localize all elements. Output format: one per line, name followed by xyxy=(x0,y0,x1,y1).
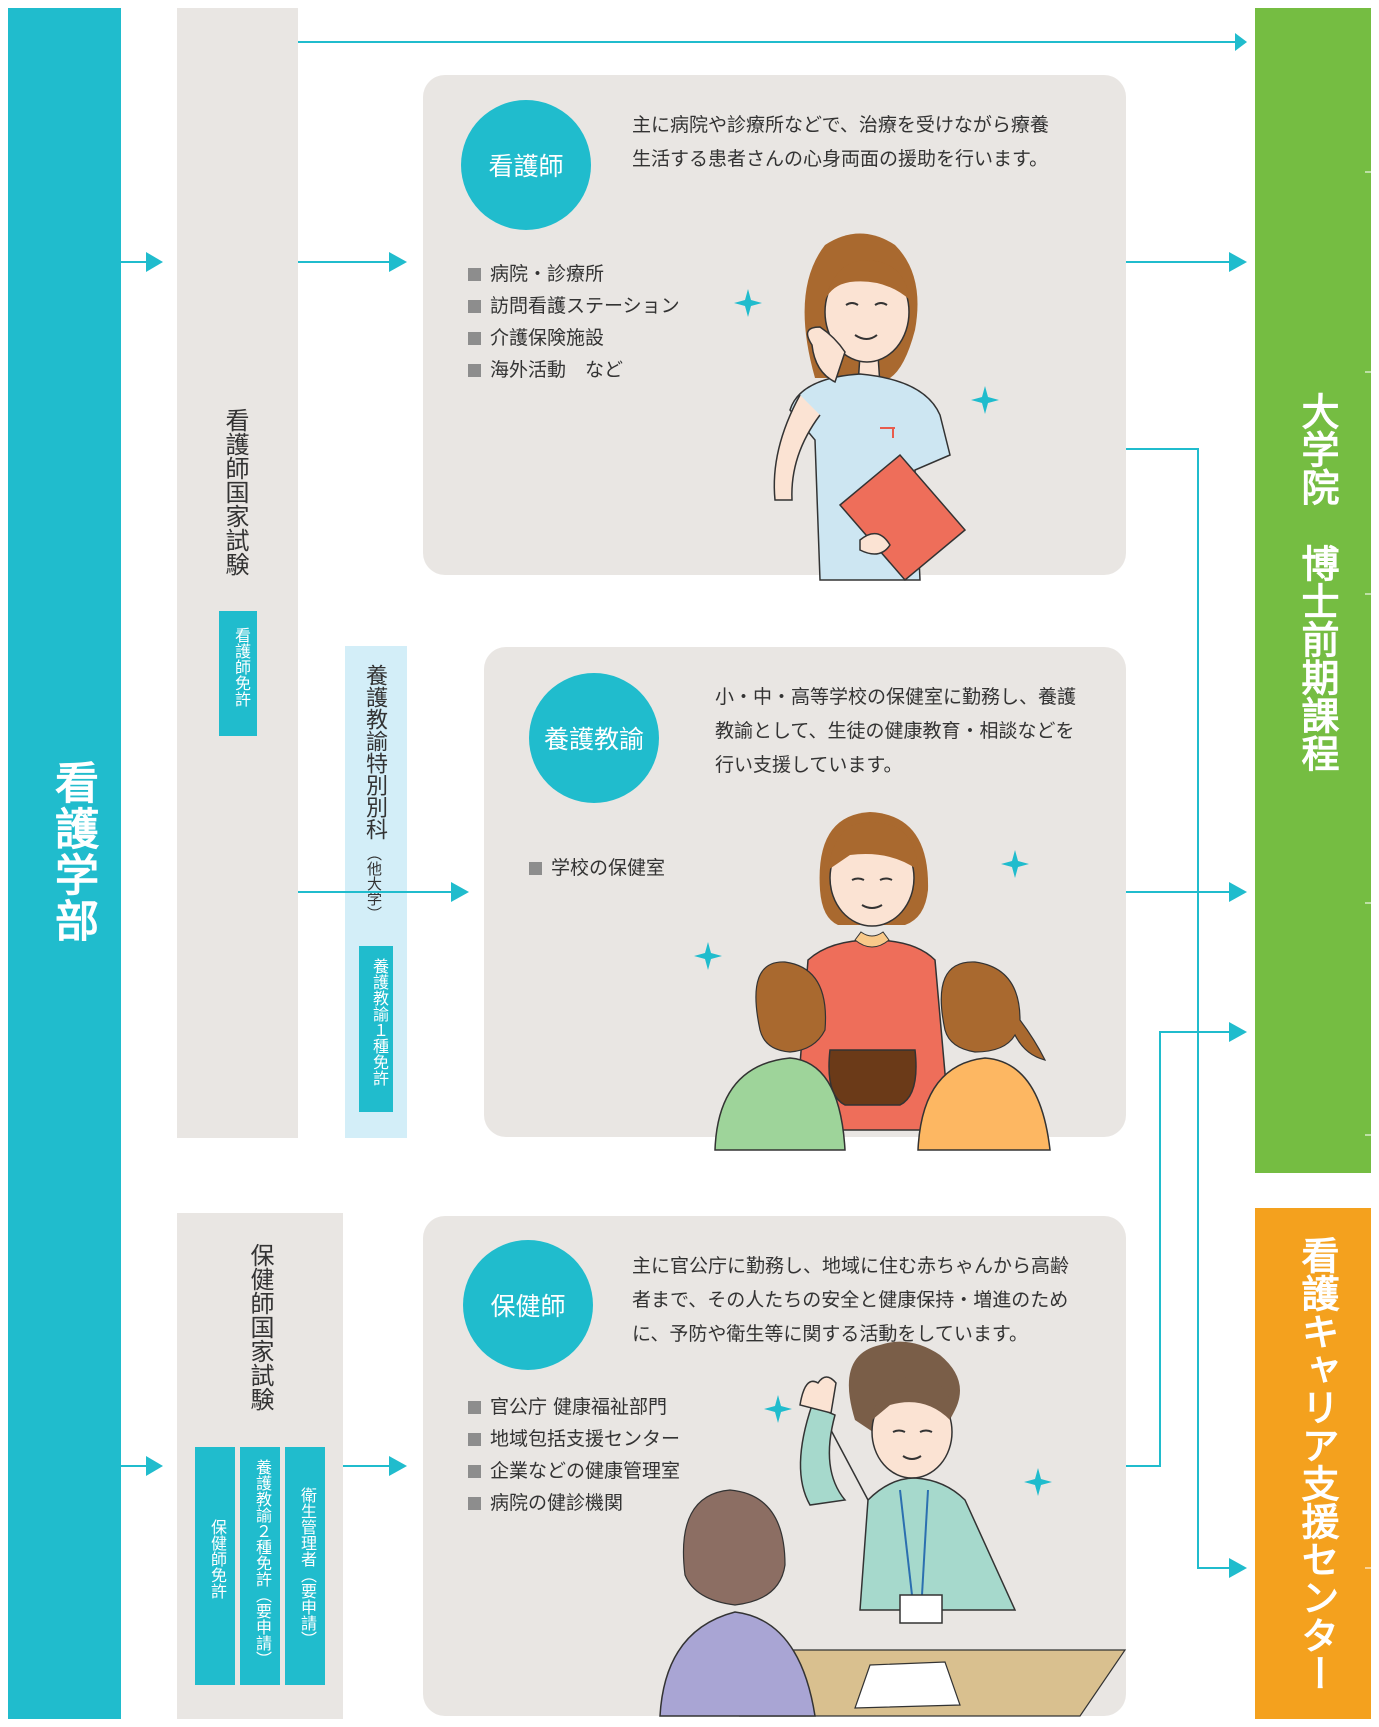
nurse-description: 主に病院や診療所などで、治療を受けながら療養 生活する患者さんの心身両面の援助を… xyxy=(632,108,1102,176)
faculty-bar xyxy=(8,8,121,1719)
sparkle-icon xyxy=(764,1395,792,1423)
nurse-license-label: 看護師免許 xyxy=(232,627,251,707)
list-item: 介護保険施設 xyxy=(468,322,680,354)
bullet-square xyxy=(468,1464,481,1478)
sparkle-icon xyxy=(1001,850,1029,878)
phn-description: 主に官公庁に勤務し、地域に住む赤ちゃんから高齢 者まで、その人たちの安全と健康保… xyxy=(632,1249,1122,1351)
yogo-license-label: 養護教諭１種免許 xyxy=(370,958,389,1086)
sparkle-icon xyxy=(734,289,762,317)
nurse-title-circle: 看護師 xyxy=(461,100,591,230)
list-item: 病院の健診機関 xyxy=(468,1487,680,1519)
phn-license-label: 保健師免許 xyxy=(208,1519,227,1599)
graduate-bar-ticks xyxy=(1365,171,1371,1569)
yogo-course-label: 養護教諭特別別科 xyxy=(362,664,387,840)
yogo2-license-badge: 養護教諭２種免許（要申請） xyxy=(240,1447,280,1685)
list-item-text: 訪問看護ステーション xyxy=(490,295,680,317)
career-center-bar xyxy=(1255,1208,1371,1719)
yogo-description: 小・中・高等学校の保健室に勤務し、養護 教諭として、生徒の健康教育・相談などを … xyxy=(715,680,1115,782)
nurse-workplace-list: 病院・診療所 訪問看護ステーション 介護保険施設 海外活動 など xyxy=(468,258,680,386)
flow-arrows xyxy=(121,33,1247,1578)
phn-description-line: 主に官公庁に勤務し、地域に住む赤ちゃんから高齢 xyxy=(632,1255,1070,1277)
phn-illustration xyxy=(659,1341,1127,1717)
sparkle-icon xyxy=(694,942,722,970)
yogo-description-line: 行い支援しています。 xyxy=(715,754,903,776)
yogo-course-note: （他大学） xyxy=(365,846,383,921)
sparkle-icon xyxy=(1024,1468,1052,1496)
list-item: 官公庁 健康福祉部門 xyxy=(468,1391,680,1423)
list-item-text: 病院の健診機関 xyxy=(490,1492,624,1514)
nurse-title: 看護師 xyxy=(488,152,564,181)
phn-title-circle: 保健師 xyxy=(463,1240,593,1370)
bullet-square xyxy=(468,1400,481,1414)
nurse-exam-column xyxy=(177,8,298,1138)
phn-workplace-list: 官公庁 健康福祉部門 地域包括支援センター 企業などの健康管理室 病院の健診機関 xyxy=(468,1391,680,1519)
nurse-license-badge: 看護師免許 xyxy=(219,611,257,736)
list-item: 海外活動 など xyxy=(468,354,680,386)
yogo-illustration xyxy=(714,812,1051,1151)
nurse-illustration xyxy=(773,233,967,582)
list-item: 企業などの健康管理室 xyxy=(468,1455,680,1487)
bullet-square xyxy=(468,299,481,313)
hygiene-manager-badge: 衛生管理者（要申請） xyxy=(285,1447,325,1685)
bullet-square xyxy=(468,267,481,281)
yogo-description-line: 小・中・高等学校の保健室に勤務し、養護 xyxy=(715,686,1077,708)
list-item-text: 地域包括支援センター xyxy=(490,1428,681,1450)
career-center-label: 看護キャリア支援センター xyxy=(1295,1236,1339,1692)
yogo-license-badge: 養護教諭１種免許 xyxy=(359,946,393,1112)
bullet-square xyxy=(529,861,542,875)
phn-title: 保健師 xyxy=(490,1292,566,1321)
yogo2-license-label: 養護教諭２種免許（要申請） xyxy=(253,1459,272,1667)
list-item-text: 病院・診療所 xyxy=(490,263,605,285)
hygiene-manager-label: 衛生管理者（要申請） xyxy=(298,1487,317,1647)
faculty-label: 看護学部 xyxy=(47,760,98,944)
phn-description-line: に、予防や衛生等に関する活動をしています。 xyxy=(632,1323,1028,1345)
yogo-title: 養護教諭 xyxy=(543,725,644,754)
graduate-school-label: 大学院 博士前期課程 xyxy=(1295,392,1339,772)
nurse-description-line: 生活する患者さんの心身両面の援助を行います。 xyxy=(632,148,1049,170)
sparkle-icon xyxy=(971,386,999,414)
phn-description-line: 者まで、その人たちの安全と健康保持・増進のため xyxy=(632,1289,1069,1311)
list-item-text: 企業などの健康管理室 xyxy=(490,1460,681,1482)
list-item: 訪問看護ステーション xyxy=(468,290,680,322)
phn-license-badge: 保健師免許 xyxy=(195,1447,235,1685)
list-item: 地域包括支援センター xyxy=(468,1423,680,1455)
list-item-text: 海外活動 など xyxy=(490,359,624,381)
arrow-nurse-to-career-center xyxy=(1126,448,1233,1569)
sparkle-icons xyxy=(694,289,1052,1496)
phn-exam-label: 保健師国家試験 xyxy=(246,1243,274,1411)
list-item-text: 学校の保健室 xyxy=(551,857,666,879)
arrow-phn-to-graduate xyxy=(1126,1031,1233,1467)
yogo-description-line: 教諭として、生徒の健康教育・相談などを xyxy=(715,720,1075,742)
list-item: 病院・診療所 xyxy=(468,258,680,290)
yogo-workplace-list: 学校の保健室 xyxy=(529,852,665,884)
bullet-square xyxy=(468,331,481,345)
list-item: 学校の保健室 xyxy=(529,852,665,884)
list-item-text: 官公庁 健康福祉部門 xyxy=(490,1396,668,1418)
bullet-square xyxy=(468,1496,481,1510)
graduate-school-bar xyxy=(1255,8,1371,1173)
nurse-exam-label: 看護師国家試験 xyxy=(221,408,249,576)
bullet-square xyxy=(468,363,481,377)
nurse-description-line: 主に病院や診療所などで、治療を受けながら療養 xyxy=(632,114,1049,136)
list-item-text: 介護保険施設 xyxy=(490,327,605,349)
bullet-square xyxy=(468,1432,481,1446)
yogo-title-circle: 養護教諭 xyxy=(529,673,659,803)
